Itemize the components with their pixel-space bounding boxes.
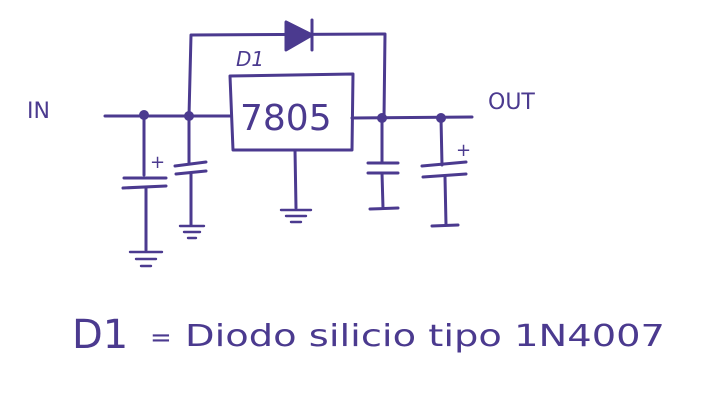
regulator-box (228, 72, 355, 152)
regulator-label: 7805 (240, 98, 332, 139)
note-equals: = (150, 323, 172, 353)
input-electrolytic-capacitor (121, 114, 168, 252)
output-wire (350, 115, 474, 120)
note-reference: D1 (72, 312, 128, 358)
note-text: Diodo silicio tipo 1N4007 (185, 319, 665, 354)
diode-label: D1 (236, 47, 264, 71)
regulator-ground-wire (293, 148, 298, 210)
input-electrolytic-ground-icon (128, 250, 164, 268)
output-label: OUT (488, 90, 535, 115)
input-ceramic-ground-icon (178, 224, 206, 240)
diode-symbol (284, 18, 314, 52)
input-capacitor-plus-label: + (150, 152, 165, 173)
output-capacitor-plus-label: + (456, 140, 471, 161)
input-ceramic-capacitor (173, 114, 208, 227)
input-label: IN (27, 99, 50, 124)
output-ceramic-capacitor (366, 116, 400, 211)
output-electrolytic-capacitor (420, 116, 468, 228)
regulator-ground-icon (279, 208, 313, 224)
